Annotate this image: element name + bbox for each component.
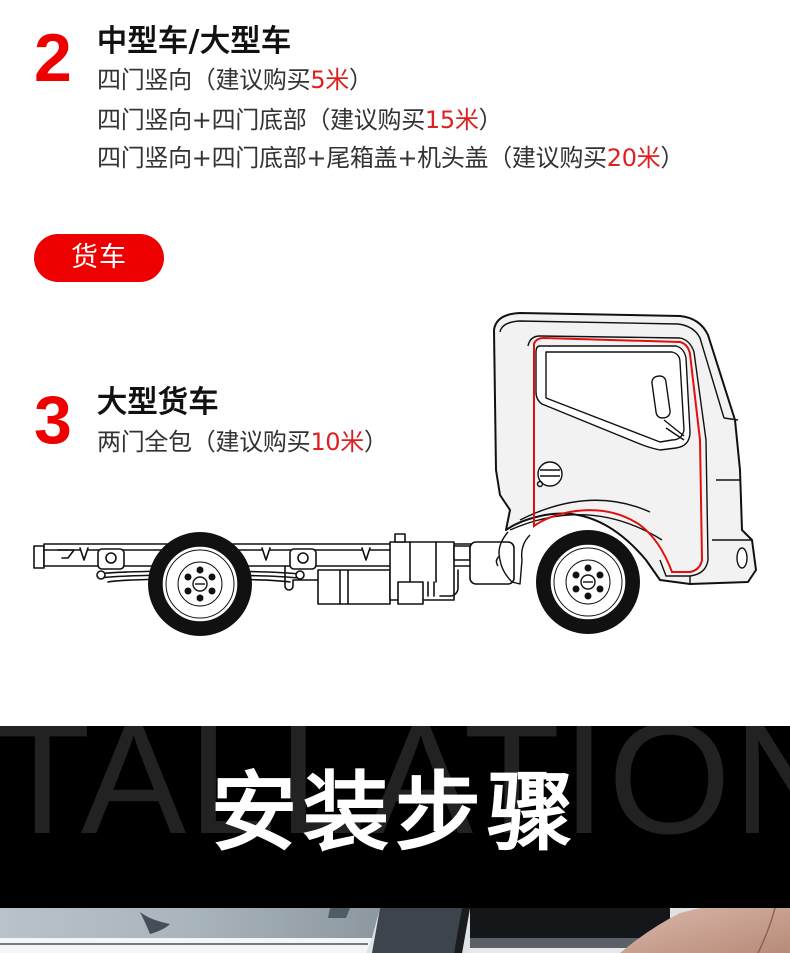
recommended-length: 15米 <box>424 106 479 134</box>
section-3-line-1: 两门全包（建议购买10米） <box>97 430 388 454</box>
line-text: 四门竖向+四门底部（建议购买 <box>97 106 425 134</box>
line-text: 四门竖向（建议购买 <box>97 66 311 94</box>
step-number-3: 3 <box>34 382 72 458</box>
category-tag-truck: 货车 <box>34 234 164 282</box>
step-number-2: 2 <box>34 20 72 96</box>
recommended-length: 5米 <box>310 66 349 94</box>
line-text: 四门竖向+四门底部+尾箱盖+机头盖（建议购买 <box>97 144 607 172</box>
line-suffix: ） <box>478 106 503 134</box>
install-photo <box>0 908 790 953</box>
car-door-photo <box>0 908 790 953</box>
install-steps-banner: TALLATION 安装步骤 <box>0 726 790 908</box>
rear-wheel <box>148 532 252 636</box>
line-suffix: ） <box>348 66 373 94</box>
line-suffix: ） <box>660 144 685 172</box>
recommended-length: 20米 <box>606 144 661 172</box>
section-3-title: 大型货车 <box>97 385 219 420</box>
section-2-line-2: 四门竖向+四门底部（建议购买15米） <box>97 106 503 134</box>
section-2-line-3: 四门竖向+四门底部+尾箱盖+机头盖（建议购买20米） <box>97 146 684 170</box>
banner-ghost-text: TALLATION <box>0 726 790 867</box>
section-2-line-1: 四门竖向（建议购买5米） <box>97 68 373 92</box>
recommended-length: 10米 <box>310 428 364 456</box>
line-suffix: ） <box>363 428 388 456</box>
front-wheel <box>536 530 640 634</box>
section-2-title: 中型车/大型车 <box>97 24 292 59</box>
banner-title: 安装步骤 <box>211 763 579 863</box>
truck-illustration <box>33 312 757 636</box>
line-text: 两门全包（建议购买 <box>97 428 311 456</box>
